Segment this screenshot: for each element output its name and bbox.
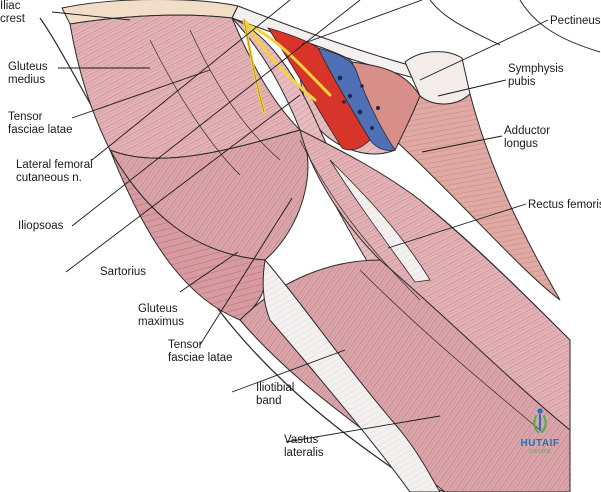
logo-name: HUTAIF [521,438,560,449]
label-pectineus: Pectineus [550,15,601,27]
logo-figure-icon [533,408,547,433]
label-symphysis-pubis: Symphysis pubis [508,63,567,88]
logo-tagline: ORTHO [529,449,552,455]
rectus-femoris-tendon [329,159,431,283]
label-vastus-lateralis: Vastus lateralis [284,434,324,459]
label-sartorius: Sartorius [100,266,146,278]
leader-lines [51,0,549,443]
iliotibial-band [262,258,441,492]
label-iliopsoas: Iliopsoas [18,220,64,232]
lymph-nodes [337,75,380,130]
label-gluteus-medius: Gluteus medius [8,61,51,86]
contour-lines [149,29,561,431]
label-lateral-femoral-cutaneous-nerve: Lateral femoral cutaneous n. [16,159,96,184]
label-rectus-femoris: Rectus femoris [528,199,601,211]
label-iliotibial-band: Iliotibial band [256,382,298,407]
hutaif-logo: HUTAIF ORTHO [521,408,560,455]
label-iliac-crest: Iliac crest [0,0,26,25]
label-tensor-fasciae-latae-upper: Tensor fasciae latae [8,111,73,136]
label-tensor-fasciae-latae-lower: Tensor fasciae latae [168,339,233,364]
pelvic-outline [429,0,601,53]
label-gluteus-maximus: Gluteus maximus [138,303,184,328]
adductor-longus-muscle [394,93,561,301]
vastus-lateralis-muscle [239,259,571,492]
label-adductor-longus: Adductor longus [504,125,553,150]
gluteus-maximus-muscle [109,149,267,321]
